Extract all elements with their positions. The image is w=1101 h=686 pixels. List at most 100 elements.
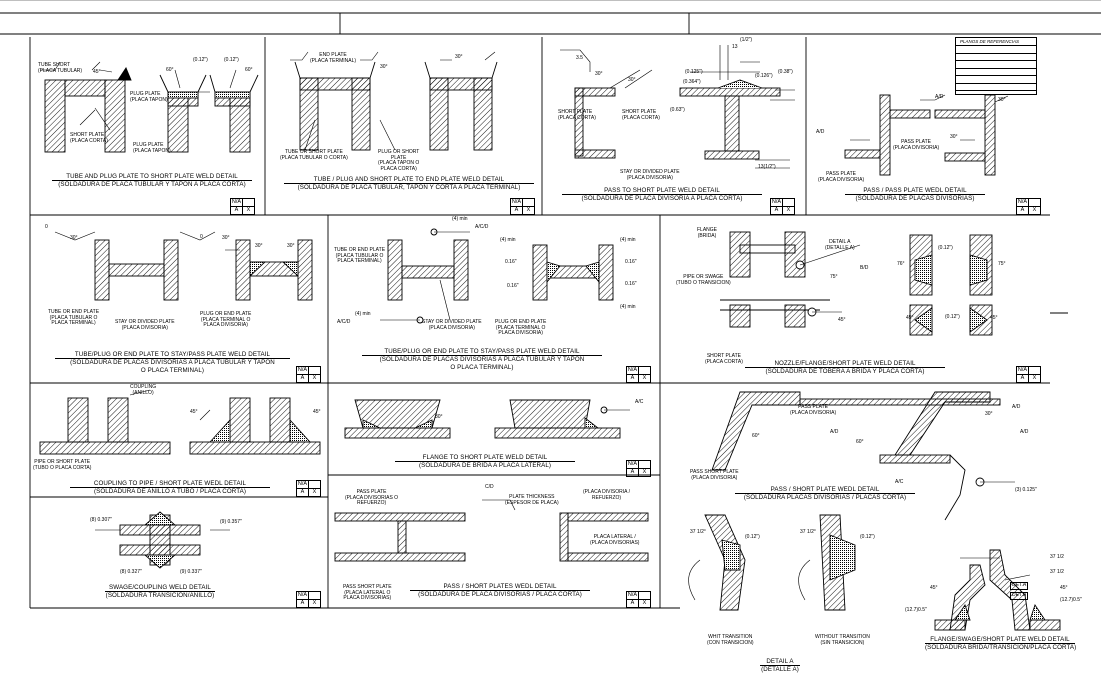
dim-016-d6b: 0.16" <box>625 259 637 265</box>
dim-45-d8b: 45° <box>313 409 321 415</box>
dim-0-d5: 0 <box>45 224 48 230</box>
dim-75-d7b: 75° <box>998 261 1006 267</box>
dim-min4-d6: (4) min <box>452 216 468 222</box>
caption-d3: PASS TO SHORT PLATE WELD DETAIL (SOLDADU… <box>562 187 762 203</box>
caption-d10: PASS / SHORT PLATE WEDL DETAIL (SOLDADUR… <box>735 486 915 502</box>
dim-45-d14b: 45° <box>1060 585 1068 591</box>
dim-0-d5b: 0 <box>200 234 203 240</box>
dim-0125-d10: (3) 0.125" <box>1015 487 1037 493</box>
label-pipe-swage: PIPE OR SWAGE(TUBO O TRANSICION) <box>676 274 731 286</box>
dim-45-d7: 45° <box>838 317 846 323</box>
dim-0127-d14: (12.7)0.5" <box>905 607 927 613</box>
label-pass-plate-d4b: PASS PLATE(PLACA DIVISORIA) <box>818 171 865 183</box>
diagram-d9 <box>344 399 630 439</box>
dim-30-d10: 30° <box>985 411 993 417</box>
diagram-d3 <box>560 45 795 169</box>
dim-45-d7c: 45° <box>990 315 998 321</box>
diagram-d10 <box>711 391 1015 521</box>
label-cd: C/D <box>485 484 494 490</box>
label-stay-d5: STAY OR DIVIDED PLATE(PLACA DIVISORIA) <box>115 319 175 331</box>
label-pass-short-d10: PASS SHORT PLATE(PLACA DIVISORIA) <box>690 469 739 481</box>
label-stay-plate-d3: STAY OR DIVIDED PLATE(PLACA DIVISORIA) <box>620 169 680 181</box>
dim-0307: (8) 0.307" <box>90 517 112 523</box>
dim-375-d13b: 37 1/2° <box>800 529 816 535</box>
dim-ad-d10c: A/D <box>1012 404 1021 410</box>
diagram-d5 <box>54 231 313 301</box>
dim-min4-d6e: (4) min <box>355 311 371 317</box>
label-tube-or-short: TUBE OR SHORT PLATE(PLACA TUBULAR O CORT… <box>280 149 348 161</box>
label-placa-lateral: PLACA LATERAL /(PLACA DIVISORIAS) <box>590 534 640 546</box>
dim-016-d6: 0.16" <box>505 259 517 265</box>
label-det-b: DET.B <box>1010 592 1029 600</box>
dim-30-d3b: 30° <box>628 77 636 83</box>
panel-grid <box>29 37 1068 609</box>
label-end-plate-d2: END PLATE(PLACA TERMINAL) <box>310 52 357 64</box>
dim-012-d7: (0.12") <box>938 245 953 251</box>
label-with-transition: WHIT TRANSITION(CON TRANSICION) <box>707 634 754 646</box>
dim-45-d8: 45° <box>190 409 198 415</box>
dim-60-d10: 60° <box>856 439 864 445</box>
dim-ad-d10: A/D <box>830 429 839 435</box>
dim-0364-d3: (0.364") <box>683 79 701 85</box>
caption-d9: FLANGE TO SHORT PLATE WELD DETAIL (SOLDA… <box>395 454 575 470</box>
caption-d13: DETAIL A (DETALLE A) <box>760 658 800 674</box>
references-box: PLANOS DE REFERENCIAS <box>955 37 1037 95</box>
dim-012-d1b: (0.12") <box>224 57 239 63</box>
dim-016-d6d: 0.16" <box>507 283 519 289</box>
dim-30-d3: 30° <box>595 71 603 77</box>
dim-038-d3: (0.38") <box>778 69 793 75</box>
label-short-plate-d3b: SHORT PLATE(PLACA CORTA) <box>622 109 660 121</box>
label-coupling: COUPLING(ANILLO) <box>130 384 157 396</box>
label-plug-plate-2: PLUG PLATE(PLACA TAPON) <box>133 142 171 154</box>
dim-30-d2: 30° <box>380 64 388 70</box>
label-pass-plate-d4: PASS PLATE(PLACA DIVISORIA) <box>893 139 940 151</box>
label-short-plate-d3a: SHORT PLATE(PLACA CORTA) <box>558 109 596 121</box>
label-det-a: DET.A <box>1010 582 1029 590</box>
label-plate-thickness: PLATE THICKNESS(ESPESOR DE PLACA) <box>505 494 559 506</box>
dim-0127-d14b: (12.7)0.5" <box>1060 597 1082 603</box>
dim-ad-d4: A/D <box>816 129 825 135</box>
label-short-plate-d7: SHORT PLATE(PLACA CORTA) <box>705 353 743 365</box>
dim-375-d13: 37 1/2° <box>690 529 706 535</box>
references-title: PLANOS DE REFERENCIAS <box>956 38 1036 46</box>
label-pass-plate-d10: PASS PLATE(PLACA DIVISORIA) <box>790 404 837 416</box>
dim-30-d2b: 30° <box>455 54 463 60</box>
dim-30-d4: 30° <box>998 97 1006 103</box>
dim-45-d1: 45° <box>93 69 101 75</box>
dim-bd-d7: B/D <box>860 265 869 271</box>
dim-0126-d3: (0.126") <box>755 73 773 79</box>
dim-min4-d6b: (4) min <box>500 237 516 243</box>
dim-375-d14b: 37 1/2 <box>1050 569 1064 575</box>
dim-13half-d3: 13(1/2") <box>758 164 776 170</box>
label-stay-d6: STAY OR DIVIDED PLATE(PLACA DIVISORIA) <box>422 319 482 331</box>
dim-acd-d6: A/C/D <box>475 224 489 230</box>
dim-min4-d6d: (4) min <box>620 304 636 310</box>
caption-d4: PASS / PASS PLATE WEDL DETAIL (SOLDADURA… <box>845 187 985 203</box>
caption-d6: TUBE/PLUG OR END PLATE TO STAY/PASS PLAT… <box>362 348 602 371</box>
diagram-d1 <box>40 61 259 153</box>
caption-d1: TUBE AND PLUG PLATE TO SHORT PLATE WELD … <box>52 173 252 189</box>
caption-d8: COUPLING TO PIPE / SHORT PLATE WEDL DETA… <box>70 480 270 496</box>
dim-375-d14: 37 1/2 <box>1050 554 1064 560</box>
dim-012-d13: (0.12") <box>745 534 760 540</box>
dim-min4-d6c: (4) min <box>620 237 636 243</box>
dim-0327: (8) 0.327" <box>120 569 142 575</box>
dim-30-d5: 30° <box>70 235 78 241</box>
dim-ad-d4b: A/D <box>935 94 944 100</box>
diagram-d4 <box>844 94 1009 176</box>
label-flange-d7: FLANGE(BRIDA) <box>697 227 718 239</box>
dim-60-d1b: 60° <box>245 67 253 73</box>
label-plug-plate: PLUG PLATE(PLACA TAPON) <box>130 91 168 103</box>
caption-d2: TUBE / PLUG AND SHORT PLATE TO END PLATE… <box>284 176 534 192</box>
